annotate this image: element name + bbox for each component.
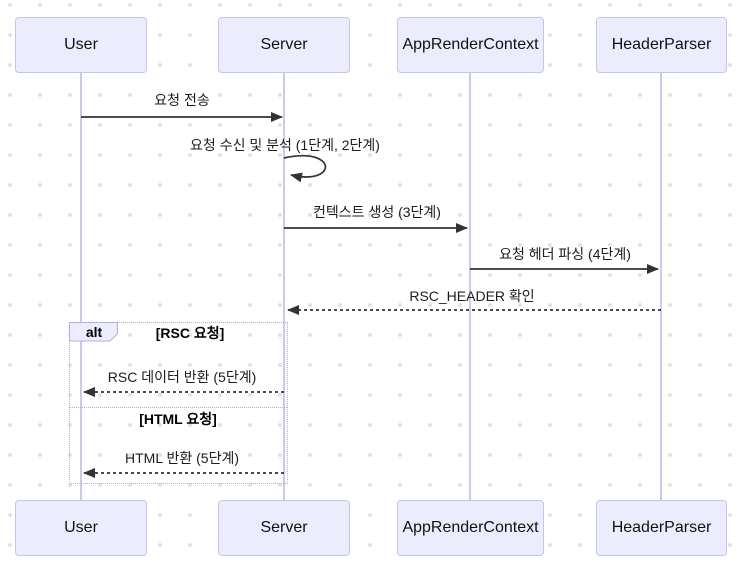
message-label-rsc-data-return: RSC 데이터 반환 (5단계) [107,369,257,385]
message-label-create-context: 컨텍스트 생성 (3단계) [313,204,441,220]
lifeline-headerparser [660,73,662,500]
alt-divider [69,407,287,408]
alt-condition-html: [HTML 요청] [139,411,217,427]
alt-condition-rsc: [RSC 요청] [155,325,225,341]
actor-label-user: User [64,36,98,53]
actor-label-apprendercontext: AppRenderContext [402,36,539,53]
message-label-rsc-header-check: RSC_HEADER 확인 [409,288,535,304]
alt-label: alt [85,323,103,340]
actor-headerparser-top: HeaderParser [596,17,727,73]
message-label-request-send: 요청 전송 [154,92,210,108]
actor-label-user: User [64,519,98,536]
message-label-parse-headers: 요청 헤더 파싱 (4단계) [499,246,631,262]
lifeline-server [283,73,285,500]
lifeline-apprendercontext [469,73,471,500]
alt-frame [69,322,288,484]
actor-server-bottom: Server [218,500,350,556]
message-label-html-return: HTML 반환 (5단계) [124,450,240,466]
lifeline-user [80,73,82,500]
actor-apprendercontext-top: AppRenderContext [397,17,544,73]
actor-label-headerparser: HeaderParser [611,36,712,53]
actor-user-top: User [15,17,147,73]
actor-label-apprendercontext: AppRenderContext [402,519,539,536]
actor-label-server: Server [260,519,308,536]
actor-label-headerparser: HeaderParser [611,519,712,536]
actor-apprendercontext-bottom: AppRenderContext [397,500,544,556]
arrow-self-loop [283,155,327,183]
actor-label-server: Server [260,36,308,53]
actor-headerparser-bottom: HeaderParser [596,500,727,556]
message-label-receive-analyze: 요청 수신 및 분석 (1단계, 2단계) [190,137,380,153]
actor-server-top: Server [218,17,350,73]
actor-user-bottom: User [15,500,147,556]
